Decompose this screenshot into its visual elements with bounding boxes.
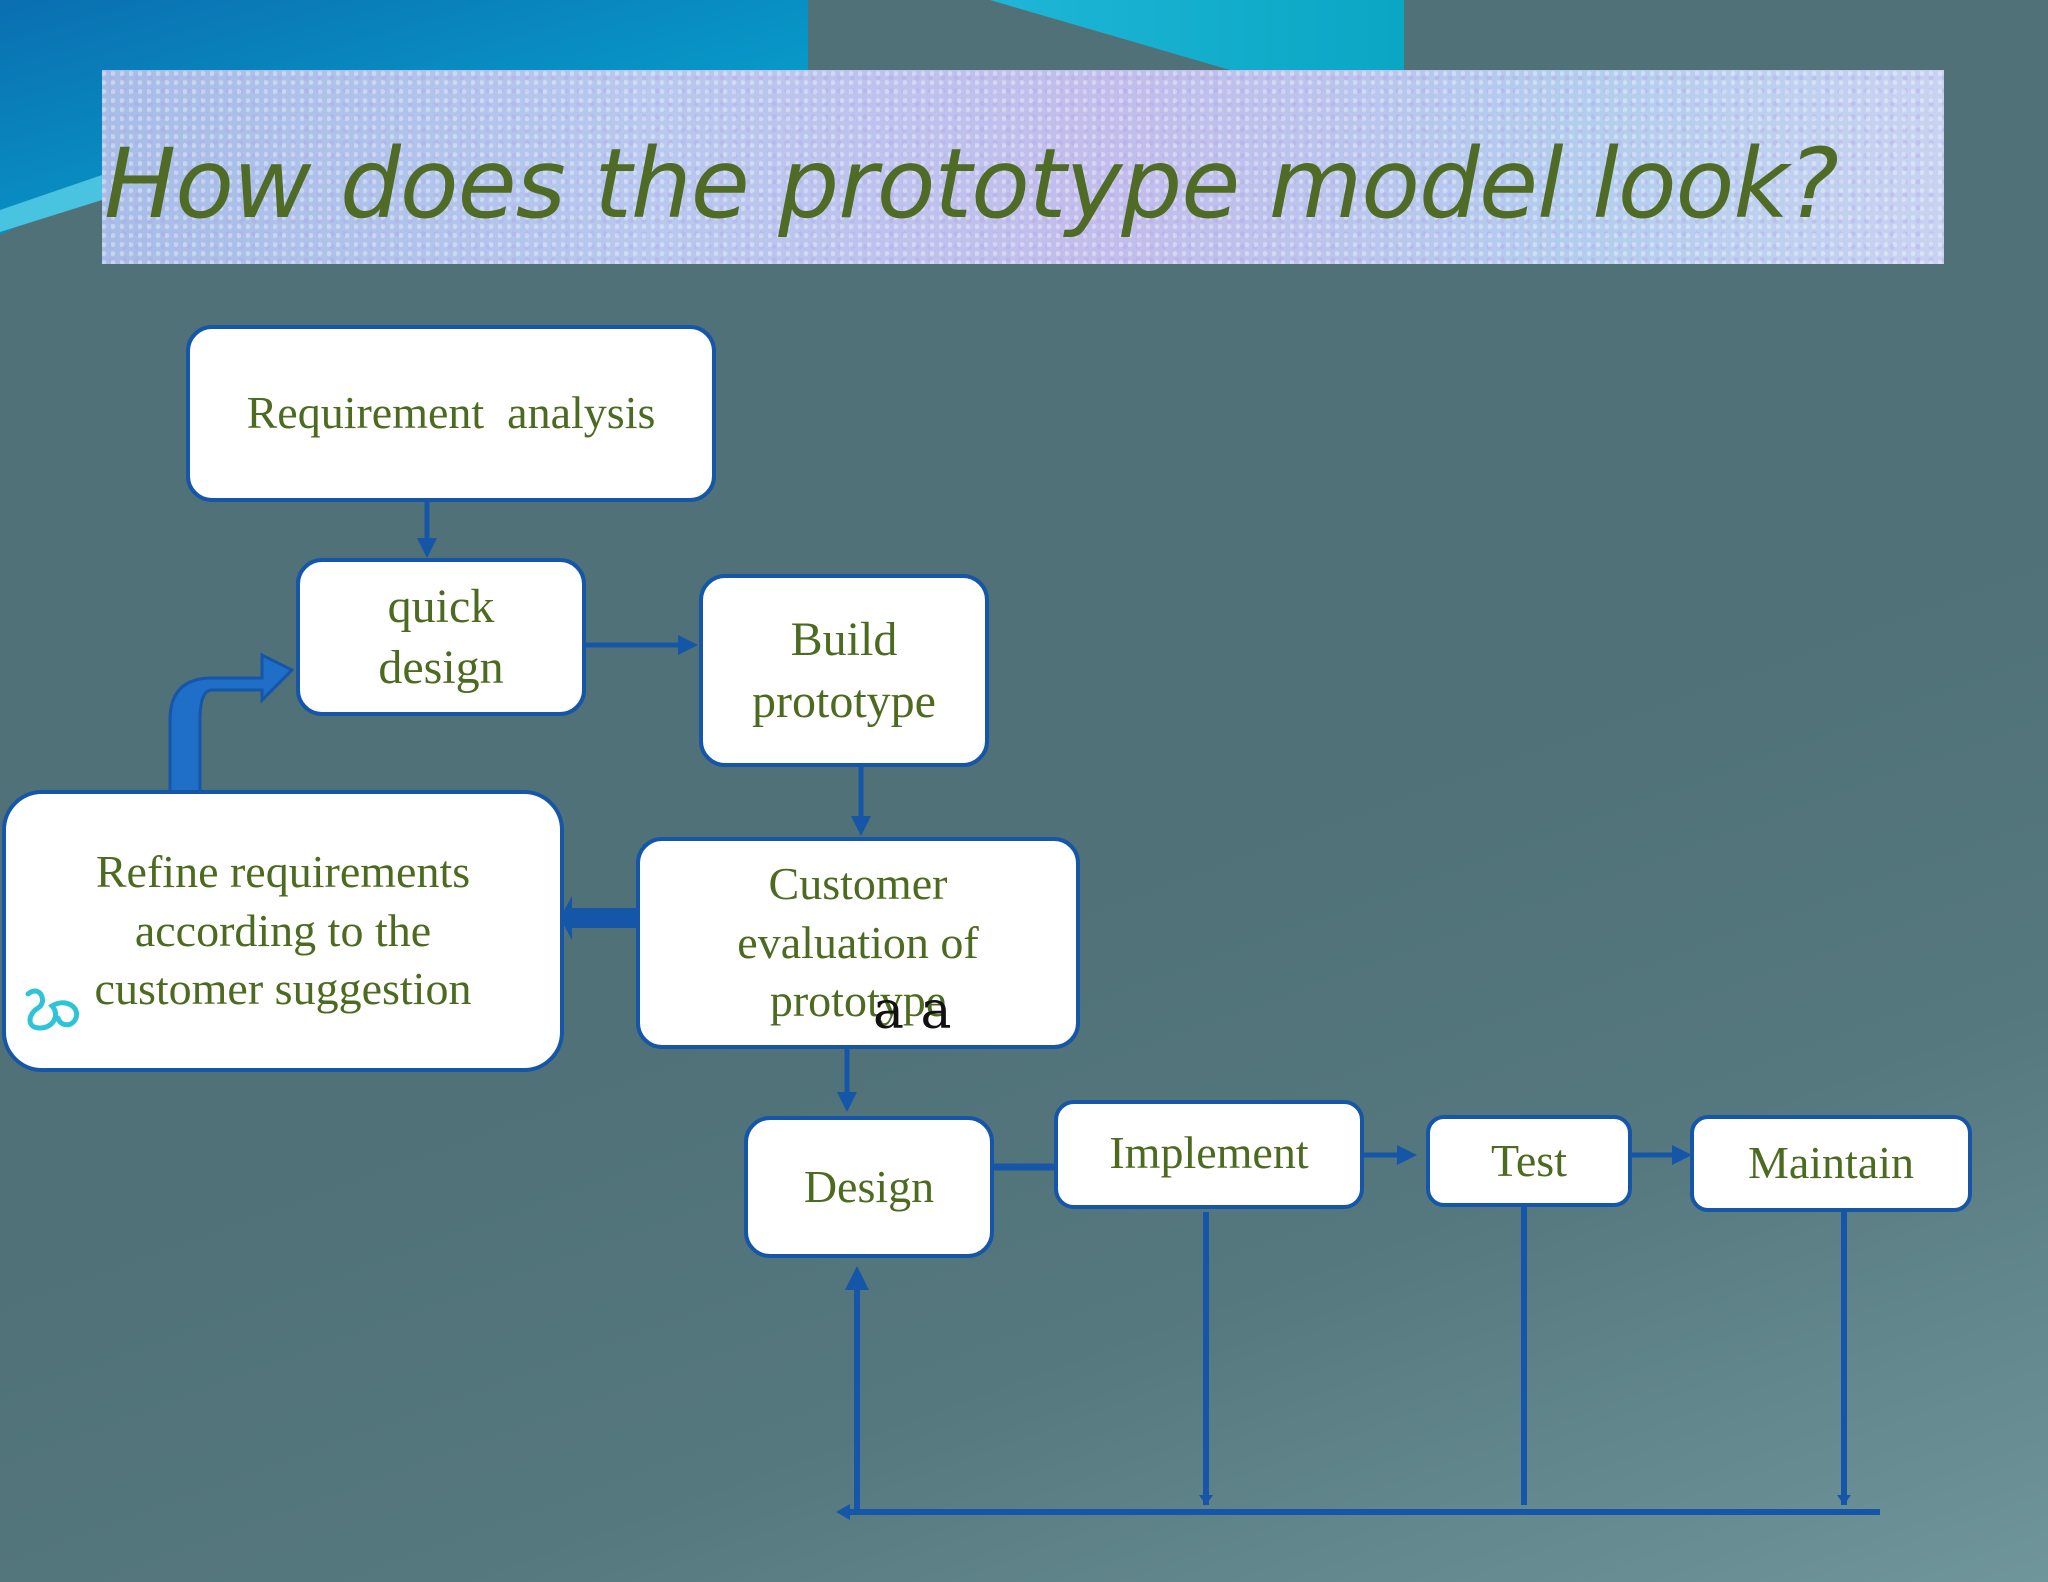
- box-requirement-analysis: Requirement analysis: [186, 325, 716, 502]
- title-banner: [102, 70, 1944, 264]
- arrow-refine-to-quick: [168, 652, 295, 804]
- box-design: Design: [744, 1116, 994, 1258]
- customer-evaluation-line1: Customer: [768, 857, 948, 909]
- customer-evaluation-line2: evaluation of: [737, 916, 979, 968]
- design-label: Design: [803, 1160, 935, 1212]
- customer-evaluation-line3: prototype: [769, 975, 947, 1027]
- test-label: Test: [1491, 1134, 1567, 1186]
- arrow-eval-to-refine: [560, 896, 642, 940]
- box-test: Test: [1426, 1115, 1632, 1207]
- quick-design-line1: quick: [387, 579, 495, 633]
- box-implement: Implement: [1054, 1100, 1364, 1209]
- page-title: How does the prototype model look?: [104, 128, 1839, 240]
- refine-line2: according to the: [134, 904, 432, 956]
- build-prototype-line2: prototype: [752, 674, 936, 728]
- overlay-glyph: a a: [873, 981, 952, 1041]
- requirement-analysis-label: Requirement analysis: [246, 387, 656, 439]
- bullet-swirl-icon: [20, 984, 84, 1039]
- refine-line1: Refine requirements: [95, 845, 471, 897]
- refine-line3: customer suggestion: [94, 963, 472, 1015]
- implement-label: Implement: [1109, 1127, 1309, 1178]
- box-maintain: Maintain: [1690, 1115, 1972, 1212]
- build-prototype-line1: Build: [790, 613, 898, 667]
- box-customer-evaluation: Customer evaluation of prototype: [636, 837, 1080, 1049]
- box-build-prototype: Build prototype: [699, 574, 989, 767]
- maintain-label: Maintain: [1747, 1137, 1915, 1189]
- box-quick-design: quick design: [296, 558, 586, 716]
- quick-design-line2: design: [378, 641, 504, 694]
- box-refine-requirements: Refine requirements according to the cus…: [2, 790, 564, 1072]
